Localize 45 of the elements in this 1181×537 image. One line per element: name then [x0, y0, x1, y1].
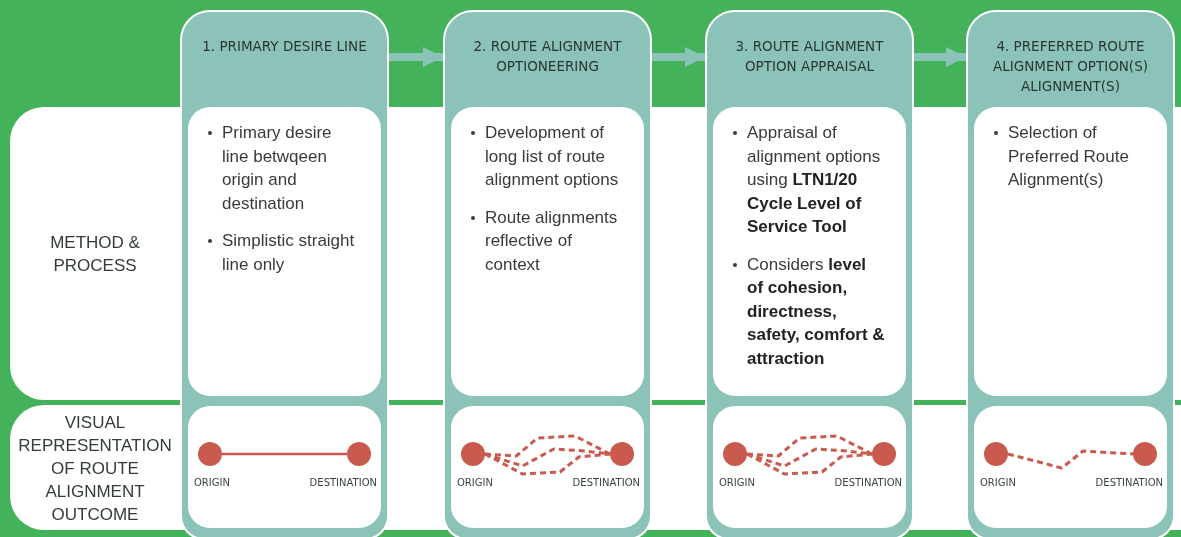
route-line	[484, 452, 611, 476]
point-circle	[198, 442, 222, 466]
point-circle	[610, 442, 634, 466]
diagram-card	[713, 406, 906, 528]
row-label: METHOD & PROCESS	[49, 231, 141, 277]
bullet-point: Development of long list of route alignment options	[469, 121, 624, 192]
stage-column	[705, 10, 914, 537]
bullet-point: Selection of Preferred Route Alignment(s)	[992, 121, 1147, 192]
point-circle	[984, 442, 1008, 466]
stage-column	[443, 10, 652, 537]
point-label: ORIGIN	[194, 477, 230, 488]
route-line	[746, 447, 873, 468]
point-circle	[872, 442, 896, 466]
stage-column	[180, 10, 389, 537]
arrow	[389, 47, 443, 67]
point-circle	[461, 442, 485, 466]
stage-column	[966, 10, 1175, 537]
text-card	[188, 107, 381, 396]
diagram-card	[451, 406, 644, 528]
route-line	[1007, 449, 1134, 470]
bullet-point: Considers level of cohesion, directness, safety, comfort & attraction	[731, 252, 886, 370]
row-band	[10, 107, 180, 400]
arrow	[652, 47, 705, 67]
bullet-point: Simplistic straight line only	[206, 229, 361, 276]
text-card	[974, 107, 1167, 396]
stage-heading: 1. PRIMARY DESIRE LINE	[201, 37, 368, 56]
diagram-card	[974, 406, 1167, 528]
bullet-point: Route alignments reflective of context	[469, 205, 624, 276]
row-band	[10, 405, 180, 530]
route-line	[484, 447, 611, 468]
arrow	[914, 47, 966, 67]
stage-heading: 2. ROUTE ALIGNMENT OPTIONEERING	[472, 37, 623, 76]
point-circle	[723, 442, 747, 466]
diagram-card	[188, 406, 381, 528]
bullet-point: Appraisal of alignment options using LTN1/20 Cycle Level of Service Tool	[731, 121, 886, 239]
route-line	[746, 452, 873, 476]
stage-heading: 3. ROUTE ALIGNMENT OPTION APPRAISAL	[734, 37, 885, 76]
point-circle	[1133, 442, 1157, 466]
text-card	[451, 107, 644, 396]
stage-heading: 4. PREFERRED ROUTE ALIGNMENT OPTION(S) ALIGNMENT(S)	[992, 37, 1149, 96]
bullet-point: Primary desire line betwqeen origin and destination	[206, 121, 361, 215]
route-line	[222, 452, 347, 456]
row-label: VISUAL REPRESENTATION OF ROUTE ALIGNMENT OUTCOME	[17, 411, 173, 525]
point-circle	[347, 442, 371, 466]
text-card	[713, 107, 906, 396]
